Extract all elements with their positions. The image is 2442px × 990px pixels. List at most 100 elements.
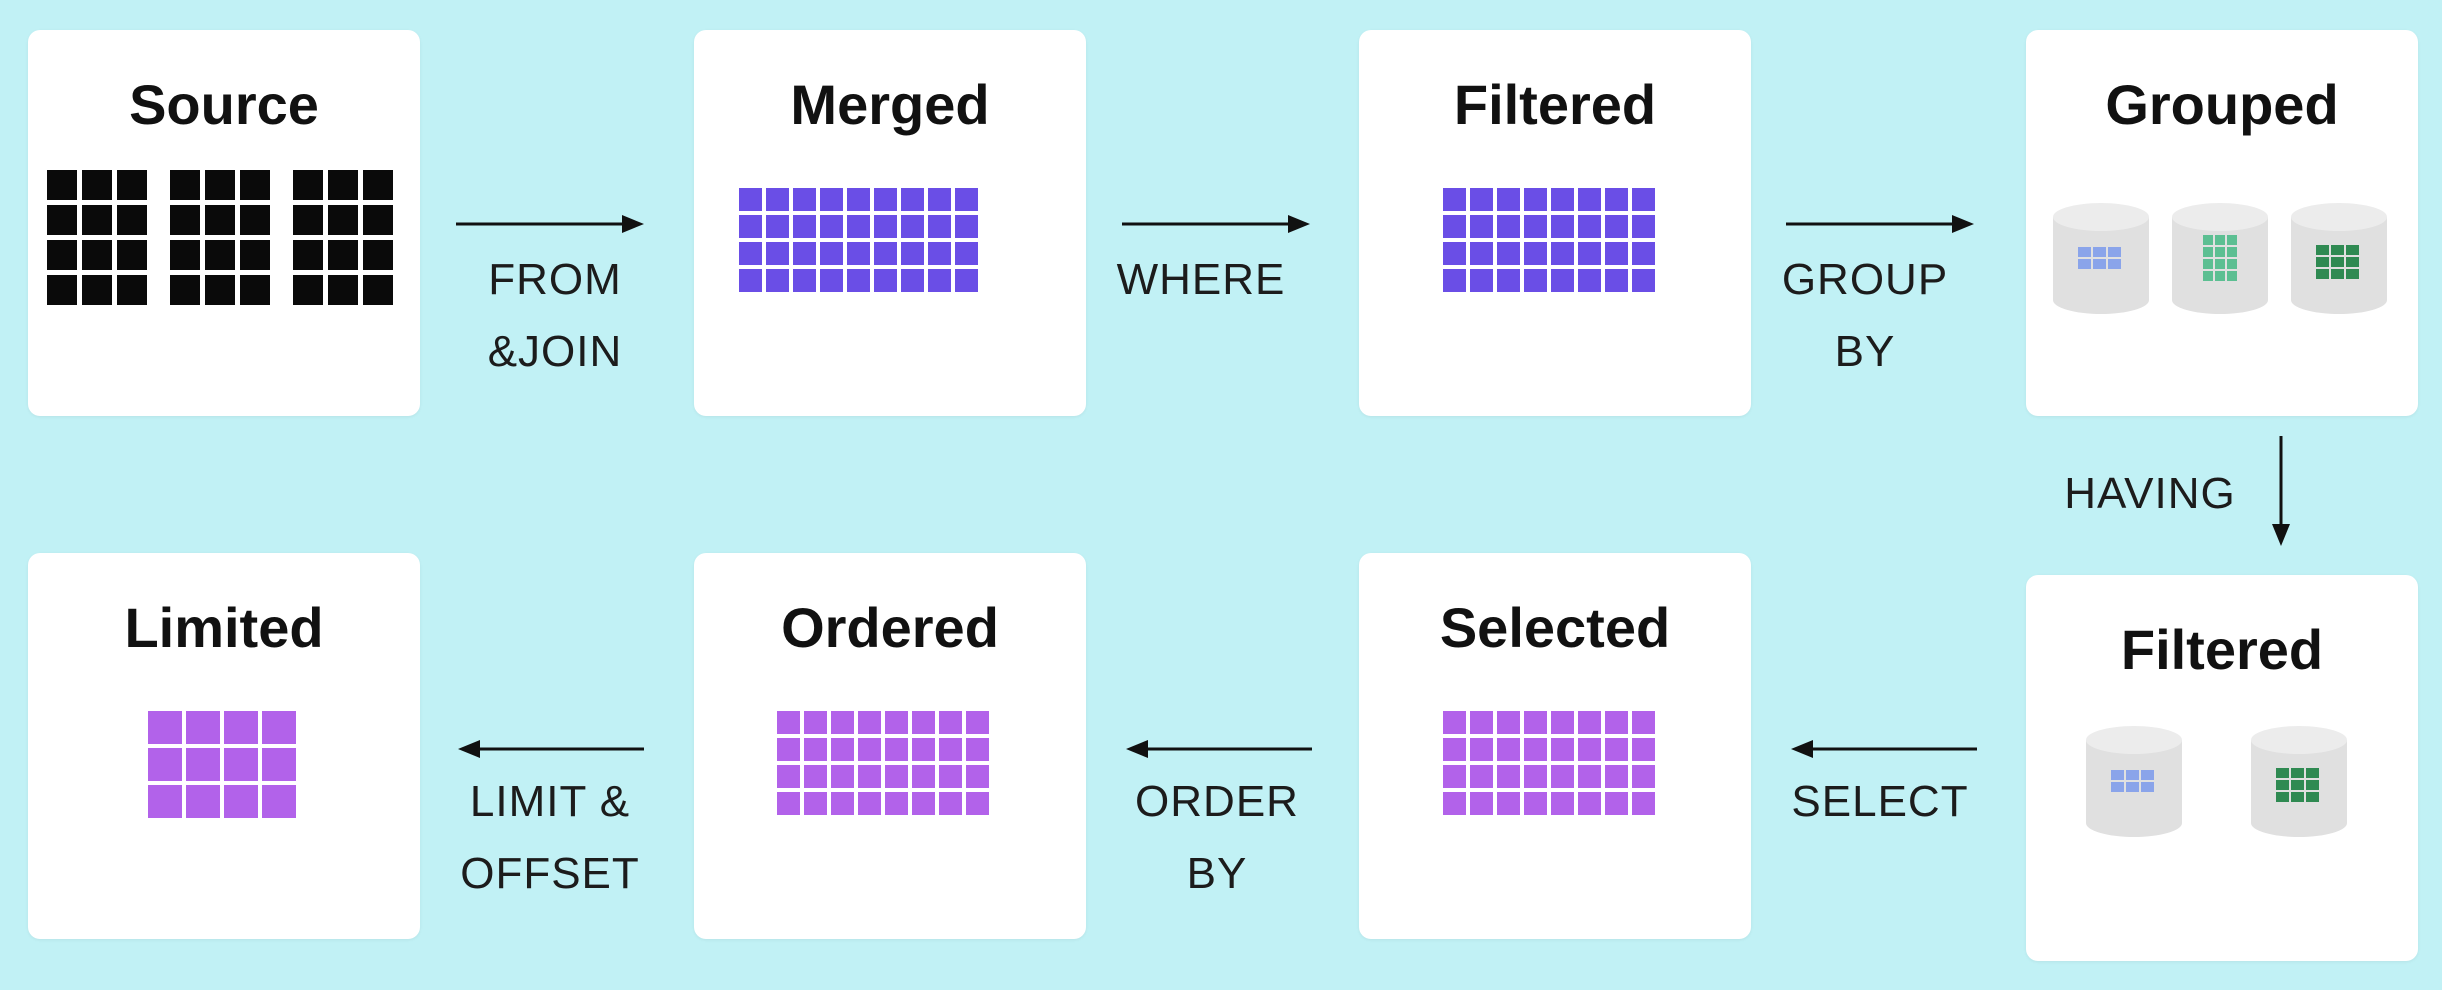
table-cell (1443, 711, 1466, 734)
table-cell (928, 269, 951, 292)
table-cell (224, 748, 258, 781)
table-cell (874, 215, 897, 238)
table-cell (2111, 782, 2124, 792)
table-cell (874, 242, 897, 265)
operation-having: HAVING (2040, 458, 2260, 530)
table-cell (2346, 245, 2359, 255)
table-cell (804, 738, 827, 761)
ordered-table (777, 711, 989, 815)
table-cell (1470, 711, 1493, 734)
table-cell (939, 738, 962, 761)
table-cell (847, 188, 870, 211)
table-cell (820, 215, 843, 238)
table-cell (1497, 711, 1520, 734)
table-cell (1551, 711, 1574, 734)
table-cell (928, 215, 951, 238)
table-cell (966, 792, 989, 815)
stage-title-selected: Selected (1439, 596, 1671, 659)
table-cell (1524, 792, 1547, 815)
table-cell (1578, 242, 1601, 265)
table-cell (939, 765, 962, 788)
table-cell (1605, 269, 1628, 292)
table-cell (1443, 738, 1466, 761)
table-cell (858, 711, 881, 734)
table-cell (739, 215, 762, 238)
table-cell (240, 240, 270, 270)
stage-card-merged: Merged (694, 30, 1086, 416)
table-cell (912, 792, 935, 815)
table-cell (224, 711, 258, 744)
stage-card-filtered-top: Filtered (1359, 30, 1751, 416)
table-cell (901, 242, 924, 265)
table-cell (1524, 269, 1547, 292)
table-cell (205, 170, 235, 200)
operation-where: WHERE (1096, 244, 1306, 316)
operation-select-line-1: SELECT (1791, 777, 1969, 826)
table-cell (2203, 271, 2213, 281)
stage-card-limited: Limited (28, 553, 420, 939)
table-cell (170, 240, 200, 270)
operation-having-line-1: HAVING (2064, 469, 2236, 518)
operation-group-by-line-2: BY (1834, 327, 1896, 376)
source-table-1 (47, 170, 147, 305)
filtered-table (1443, 188, 1655, 292)
cylinder-icon (2291, 203, 2387, 314)
table-cell (1443, 215, 1466, 238)
table-cell (47, 170, 77, 200)
cylinder-icon (2086, 726, 2182, 837)
table-cell (1605, 738, 1628, 761)
table-cell (804, 792, 827, 815)
table-cell (117, 240, 147, 270)
stage-card-ordered: Ordered (694, 553, 1086, 939)
table-cell (2291, 792, 2304, 802)
source-table-2 (170, 170, 270, 305)
table-cell (47, 205, 77, 235)
table-cell (2093, 259, 2106, 269)
table-cell (939, 711, 962, 734)
table-cell (2316, 257, 2329, 267)
table-cell (170, 170, 200, 200)
table-cell (1578, 792, 1601, 815)
table-cell (1443, 765, 1466, 788)
table-cell (939, 792, 962, 815)
table-cell (739, 188, 762, 211)
table-cell (186, 748, 220, 781)
limited-table (148, 711, 296, 818)
table-cell (1551, 765, 1574, 788)
table-cell (1497, 738, 1520, 761)
table-cell (777, 765, 800, 788)
table-cell (1632, 765, 1655, 788)
stage-title-grouped: Grouped (2105, 73, 2339, 136)
table-cell (777, 711, 800, 734)
table-cell (2203, 235, 2213, 245)
table-cell (1524, 188, 1547, 211)
table-cell (2331, 245, 2344, 255)
table-cell (82, 240, 112, 270)
table-cell (82, 170, 112, 200)
table-cell (1605, 242, 1628, 265)
operation-order-by: ORDER BY (1110, 766, 1324, 910)
table-cell (293, 205, 323, 235)
stage-card-grouped: Grouped (2026, 30, 2418, 416)
table-cell (1497, 188, 1520, 211)
table-cell (793, 269, 816, 292)
table-cell (2276, 768, 2289, 778)
table-cell (1578, 269, 1601, 292)
table-cell (2306, 792, 2319, 802)
table-cell (1551, 188, 1574, 211)
table-cell (2215, 247, 2225, 257)
table-cell (1524, 738, 1547, 761)
table-cell (1632, 792, 1655, 815)
table-cell (148, 711, 182, 744)
table-cell (1605, 711, 1628, 734)
group-table-blue (2111, 770, 2154, 792)
table-cell (328, 275, 358, 305)
table-cell (2227, 271, 2237, 281)
operation-from-join-line-2: &JOIN (487, 327, 623, 376)
table-cell (148, 785, 182, 818)
table-cell (2078, 247, 2091, 257)
group-table-dark-green (2316, 245, 2359, 279)
stage-card-source: Source (28, 30, 420, 416)
table-cell (777, 792, 800, 815)
table-cell (901, 188, 924, 211)
